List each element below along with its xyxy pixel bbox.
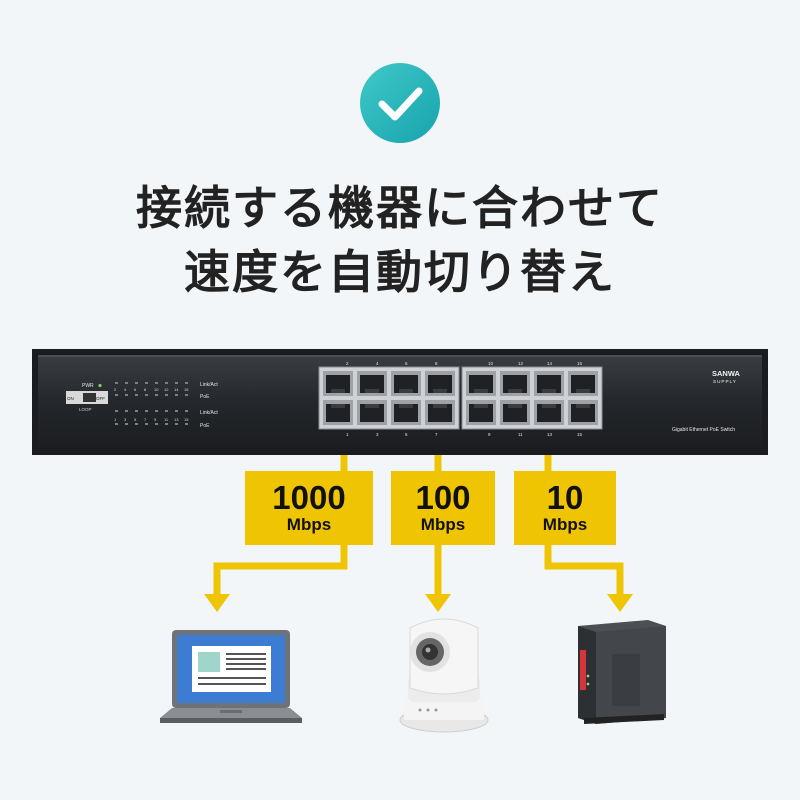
- status-led: [165, 423, 168, 425]
- model-label: Gigabit Ethernet PoE Switch: [672, 427, 735, 433]
- status-led: [175, 394, 178, 396]
- led-number-odd: 5: [134, 417, 137, 422]
- status-led: [115, 394, 118, 396]
- port-number-bottom: 13: [547, 432, 553, 437]
- led-number-odd: 15: [184, 417, 189, 422]
- link-act-label-bottom: Link/Act: [200, 410, 218, 416]
- status-led: [125, 423, 128, 425]
- status-led: [155, 394, 158, 396]
- speed-value: 100: [415, 479, 471, 516]
- laptop-icon: [160, 630, 302, 723]
- poe-label-bottom: PoE: [200, 423, 210, 429]
- status-led: [125, 382, 128, 384]
- speed-label-10: 10 Mbps: [514, 471, 616, 545]
- led-number-odd: 7: [144, 417, 147, 422]
- poe-label-top: PoE: [200, 394, 210, 400]
- led-number-odd: 9: [154, 417, 157, 422]
- arrow-head-1000: [204, 594, 230, 612]
- led-number-even: 4: [124, 387, 127, 392]
- port-number-bottom: 1: [346, 432, 349, 437]
- pwr-label: PWR: [82, 383, 94, 389]
- status-led: [175, 382, 178, 384]
- status-led: [155, 410, 158, 412]
- port-number-bottom: 15: [577, 432, 583, 437]
- status-led: [185, 394, 188, 396]
- port-number-bottom: 9: [488, 432, 491, 437]
- status-led: [165, 410, 168, 412]
- loop-label: LOOP: [79, 407, 92, 412]
- status-led: [185, 423, 188, 425]
- brand-logo: SANWA: [712, 369, 741, 378]
- led-number-odd: 11: [164, 417, 169, 422]
- status-led: [145, 423, 148, 425]
- speed-unit: Mbps: [420, 515, 466, 534]
- off-label: OFF: [96, 396, 105, 401]
- port-number-top: 8: [435, 361, 438, 366]
- port-number-top: 4: [376, 361, 379, 366]
- speed-value: 1000: [272, 479, 346, 516]
- status-led: [175, 423, 178, 425]
- status-led: [115, 410, 118, 412]
- speed-label-1000: 1000 Mbps: [245, 471, 373, 545]
- speed-label-100: 100 Mbps: [391, 471, 495, 545]
- led-number-odd: 3: [124, 417, 127, 422]
- port-number-bottom: 3: [376, 432, 379, 437]
- link-act-label-top: Link/Act: [200, 382, 218, 388]
- brand-sub: SUPPLY: [713, 379, 737, 384]
- speed-unit: Mbps: [542, 515, 588, 534]
- headline-line-2: 速度を自動切り替え: [184, 245, 616, 299]
- status-led: [115, 423, 118, 425]
- status-led: [185, 382, 188, 384]
- port-number-top: 16: [577, 361, 583, 366]
- arrow-head-10: [607, 594, 633, 612]
- speed-unit: Mbps: [286, 515, 332, 534]
- led-number-even: 10: [154, 387, 159, 392]
- poe-switch: ON OFF LOOP PWR 21436587109121114131615 …: [32, 349, 768, 455]
- speed-value: 10: [546, 479, 584, 516]
- led-number-even: 2: [114, 387, 117, 392]
- port-number-top: 6: [405, 361, 408, 366]
- port-number-top: 2: [346, 361, 349, 366]
- led-number-even: 8: [144, 387, 147, 392]
- check-circle-icon: [360, 63, 440, 143]
- headline-line-1: 接続する機器に合わせて: [136, 181, 664, 235]
- port-number-bottom: 11: [518, 432, 523, 437]
- status-led: [125, 410, 128, 412]
- status-led: [135, 382, 138, 384]
- on-label: ON: [67, 396, 74, 401]
- led-number-even: 12: [164, 387, 169, 392]
- status-led: [165, 394, 168, 396]
- port-number-bottom: 7: [435, 432, 438, 437]
- arrow-head-100: [425, 594, 451, 612]
- port-number-top: 12: [518, 361, 524, 366]
- pwr-led: [98, 383, 102, 388]
- led-number-even: 14: [174, 387, 179, 392]
- status-led: [155, 382, 158, 384]
- led-number-odd: 1: [114, 417, 117, 422]
- status-led: [135, 423, 138, 425]
- port-number-bottom: 5: [405, 432, 408, 437]
- status-led: [115, 382, 118, 384]
- status-led: [185, 410, 188, 412]
- headline: 接続する機器に合わせて 速度を自動切り替え: [0, 176, 800, 304]
- status-led: [165, 382, 168, 384]
- port-number-top: 10: [488, 361, 494, 366]
- status-led: [175, 410, 178, 412]
- status-led: [125, 394, 128, 396]
- status-led: [135, 410, 138, 412]
- led-number-even: 6: [134, 387, 137, 392]
- port-number-top: 14: [547, 361, 553, 366]
- network-camera-icon: [399, 618, 489, 733]
- led-number-odd: 13: [174, 417, 179, 422]
- status-led: [145, 394, 148, 396]
- status-led: [145, 410, 148, 412]
- router-icon: [578, 620, 666, 724]
- status-led: [135, 394, 138, 396]
- status-led: [155, 423, 158, 425]
- status-led: [145, 382, 148, 384]
- led-number-even: 16: [184, 387, 189, 392]
